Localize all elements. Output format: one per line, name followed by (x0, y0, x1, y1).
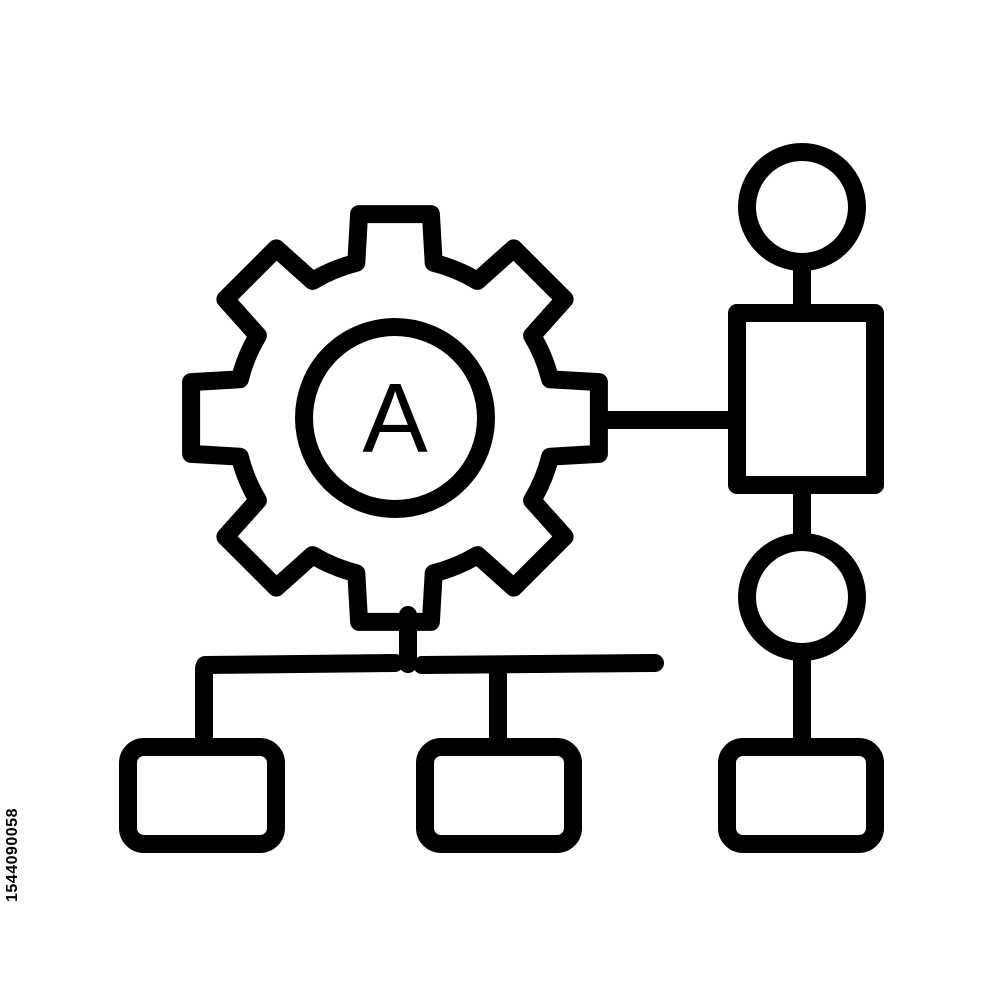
gear-letter: A (362, 363, 428, 473)
gear-inner-circle (295, 318, 495, 518)
flow-top-circle (738, 143, 866, 271)
tree-branch-right (413, 654, 664, 674)
gear-outline (182, 205, 608, 631)
bottom-box-left (119, 738, 285, 853)
flow-process-box (728, 304, 884, 494)
vertical-flow-chain (728, 143, 884, 755)
bottom-box-middle (416, 738, 582, 853)
gear-icon: A (182, 205, 608, 631)
bottom-box-right (718, 738, 884, 853)
flow-bottom-circle (738, 533, 866, 661)
tree-connectors (195, 606, 664, 755)
stock-image-id: 1544090058 (4, 808, 21, 902)
tree-branch-left (196, 654, 404, 674)
